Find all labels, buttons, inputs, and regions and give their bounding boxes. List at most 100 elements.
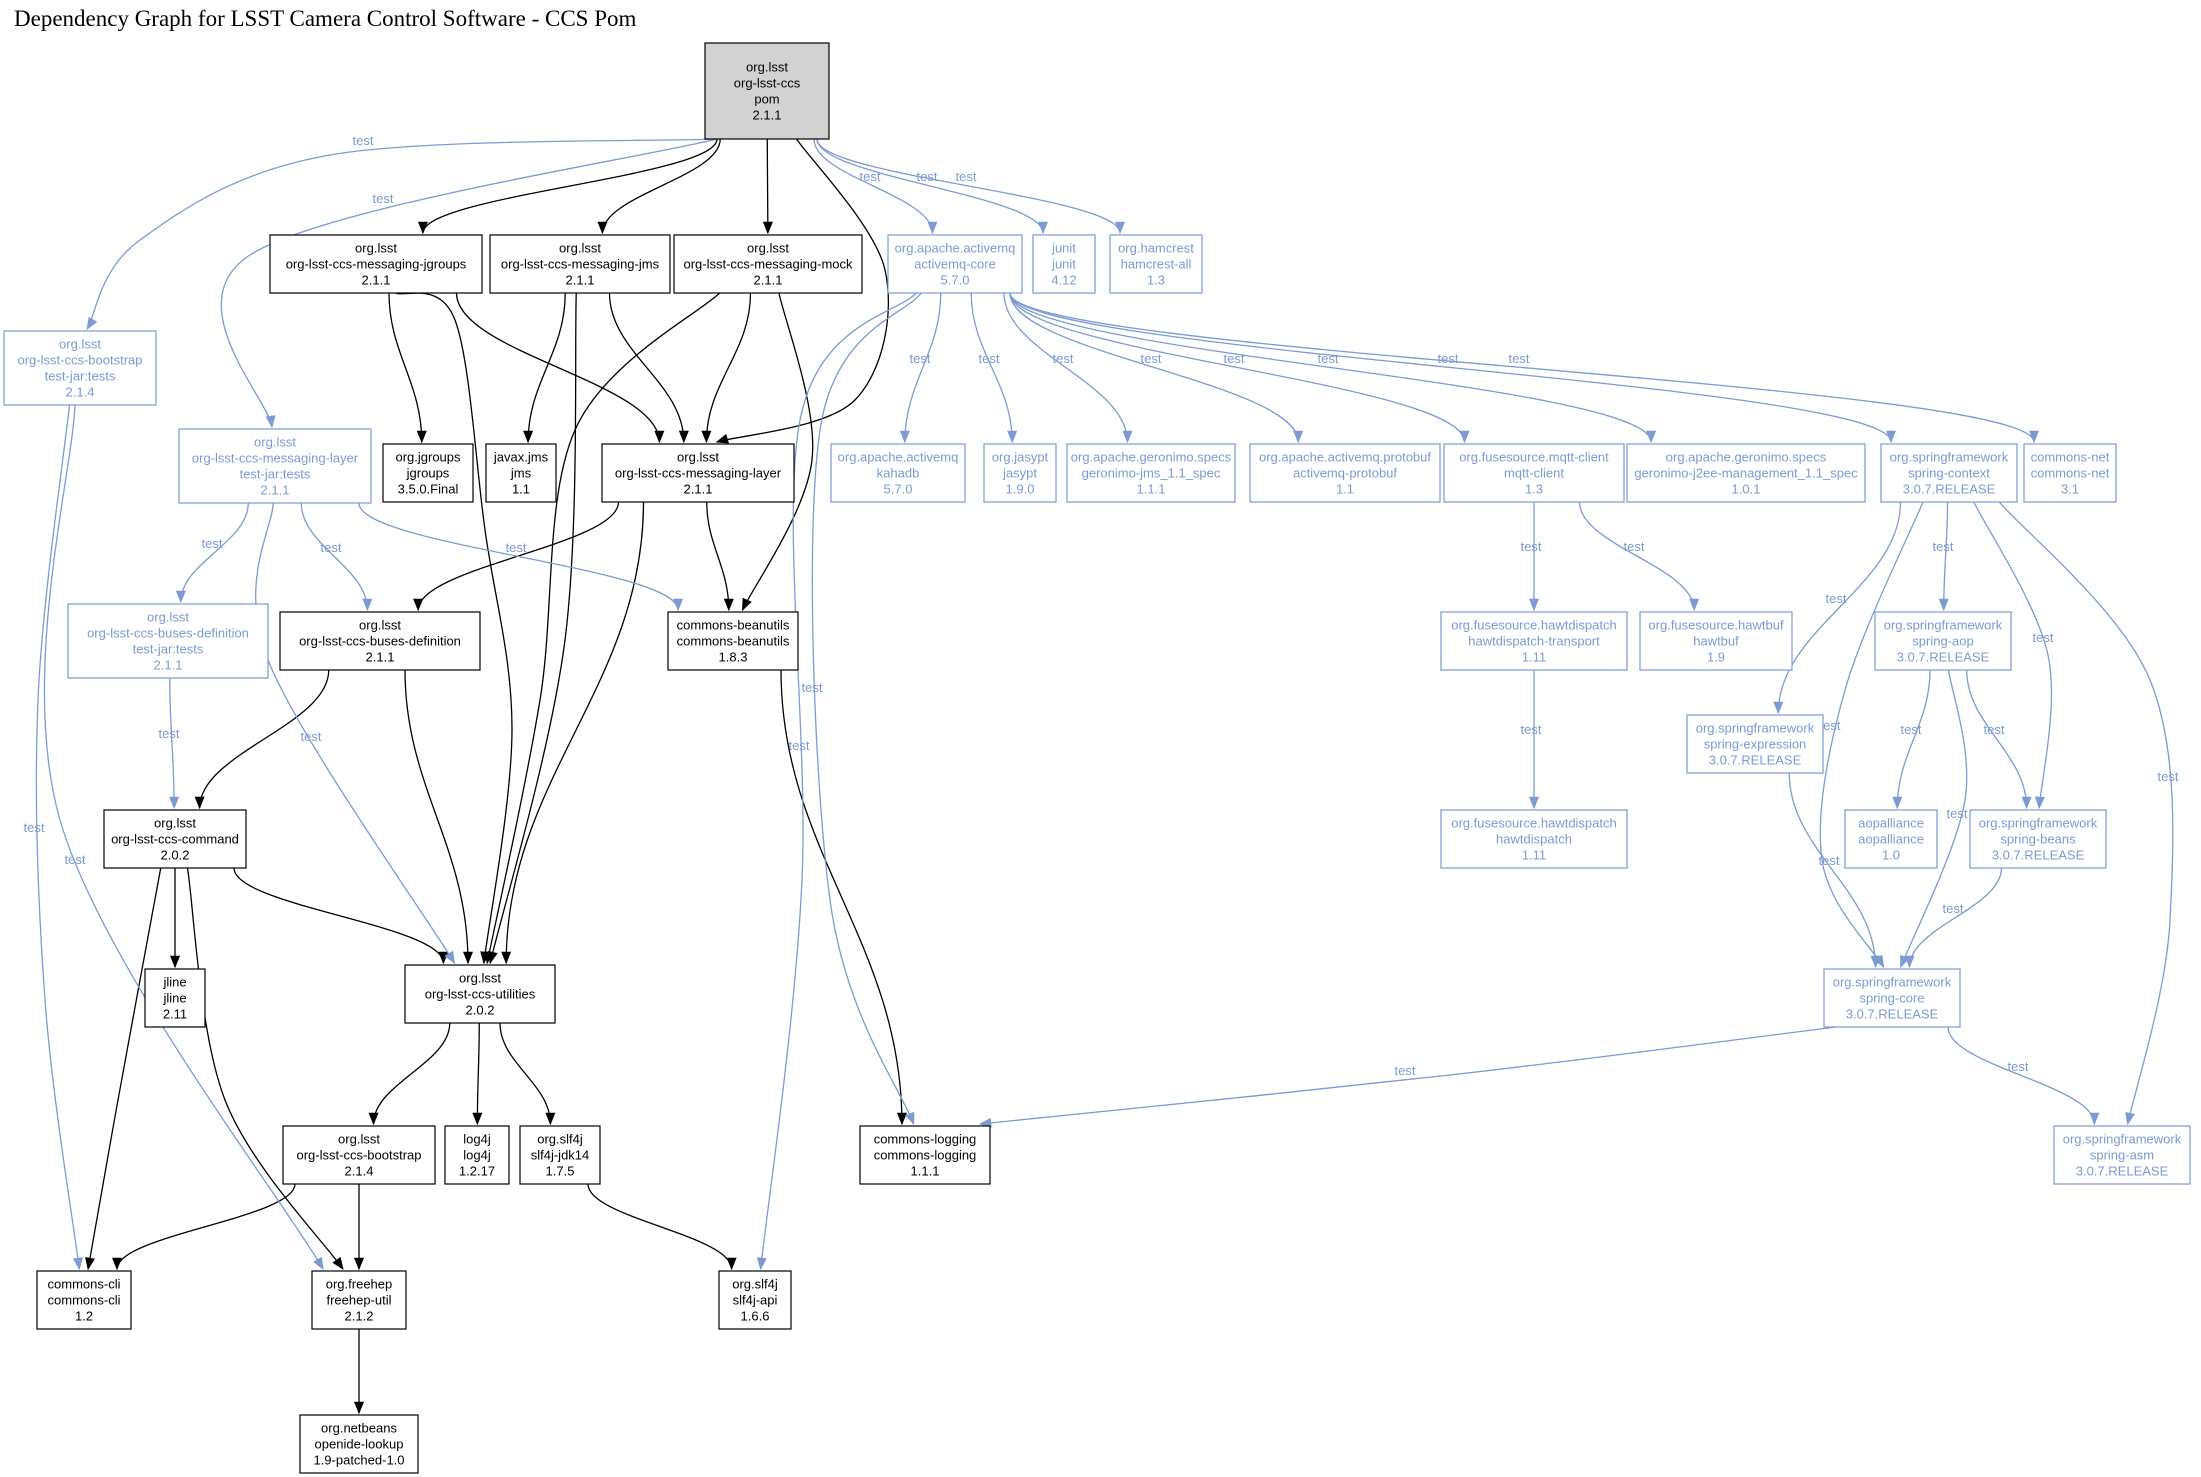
node-box-jgroups [382,443,474,503]
edge-bootstrap-commons-cli [112,1183,296,1271]
node-box-spring-beans [1969,809,2107,869]
edge-spring-beans-spring-core [1904,867,2003,969]
node-box-hamcrest [1109,234,1203,294]
node-box-jms [485,443,557,503]
edge-pom-activemq-core [813,138,938,235]
edge-label-msg-layer-tests-beanutils: test [506,540,527,555]
edge-label-msg-layer-tests-utilities: test [301,729,322,744]
edge-activemq-core-geronimo-jms [1003,292,1133,444]
node-box-freehep-util [311,1270,407,1330]
node-box-log4j [444,1125,510,1185]
edge-mqtt-client-hawtbuf [1578,501,1700,612]
edge-msg-layer-tests-utilities [255,502,456,965]
diagram-title: Dependency Graph for LSST Camera Control… [14,6,637,31]
edge-layer: test test test test test test test test test test… [24,133,2179,1415]
edge-bootstrap-tests-commons-cli [35,404,83,1271]
edge-msg-jms-msg-layer [608,292,689,444]
edge-buses-def-utilities [404,669,473,965]
node-box-geronimo-j2ee [1626,443,1866,503]
edge-msg-jgroups-jgroups [388,292,427,444]
node-box-spring-core [1823,968,1961,1028]
node-box-spring-expression [1686,714,1824,774]
edge-command-freehep-util [186,867,344,1271]
edge-spring-aop-spring-beans [1966,669,2032,810]
edge-spring-core-commons-logging [978,1026,1837,1128]
edge-label-mqtt-client-hdt: test [1521,539,1542,554]
edge-msg-mock-beanutils [741,292,814,612]
edge-pom-bootstrap-tests [86,138,718,331]
edge-label-hdt-hawtdispatch: test [1521,722,1542,737]
edge-spring-core-spring-asm [1947,1026,2100,1126]
node-box-jline [144,968,206,1028]
edge-label-pom-activemq-core: test [860,169,881,184]
node-box-geronimo-jms [1066,443,1236,503]
edge-label-spring-context-spring-beans: test [2033,630,2054,645]
edge-label-buses-def-tests-command: test [159,726,180,741]
node-box-junit [1032,234,1096,294]
node-box-msg-layer [601,443,795,503]
edge-label-spring-context-spring-aop: test [1933,539,1954,554]
node-box-jasypt [983,443,1057,503]
edge-label-spring-core-spring-asm: test [2008,1059,2029,1074]
edge-activemq-core-mqtt-client [1009,292,1470,444]
edge-spring-aop-aopalliance [1892,669,1931,810]
edge-pom-msg-mock [762,138,773,235]
node-box-msg-mock [673,234,863,294]
edge-label-spring-context-spring-expression: test [1826,591,1847,606]
edge-label-activemq-core-commons-logging: test [802,680,823,695]
node-box-buses-def [279,611,481,671]
node-box-buses-def-tests [67,603,269,679]
edge-spring-context-spring-asm [1998,501,2174,1126]
node-box-hawtbuf [1639,611,1793,671]
edge-label-pom-msg-layer-tests: test [373,191,394,206]
node-box-msg-jgroups [269,234,483,294]
